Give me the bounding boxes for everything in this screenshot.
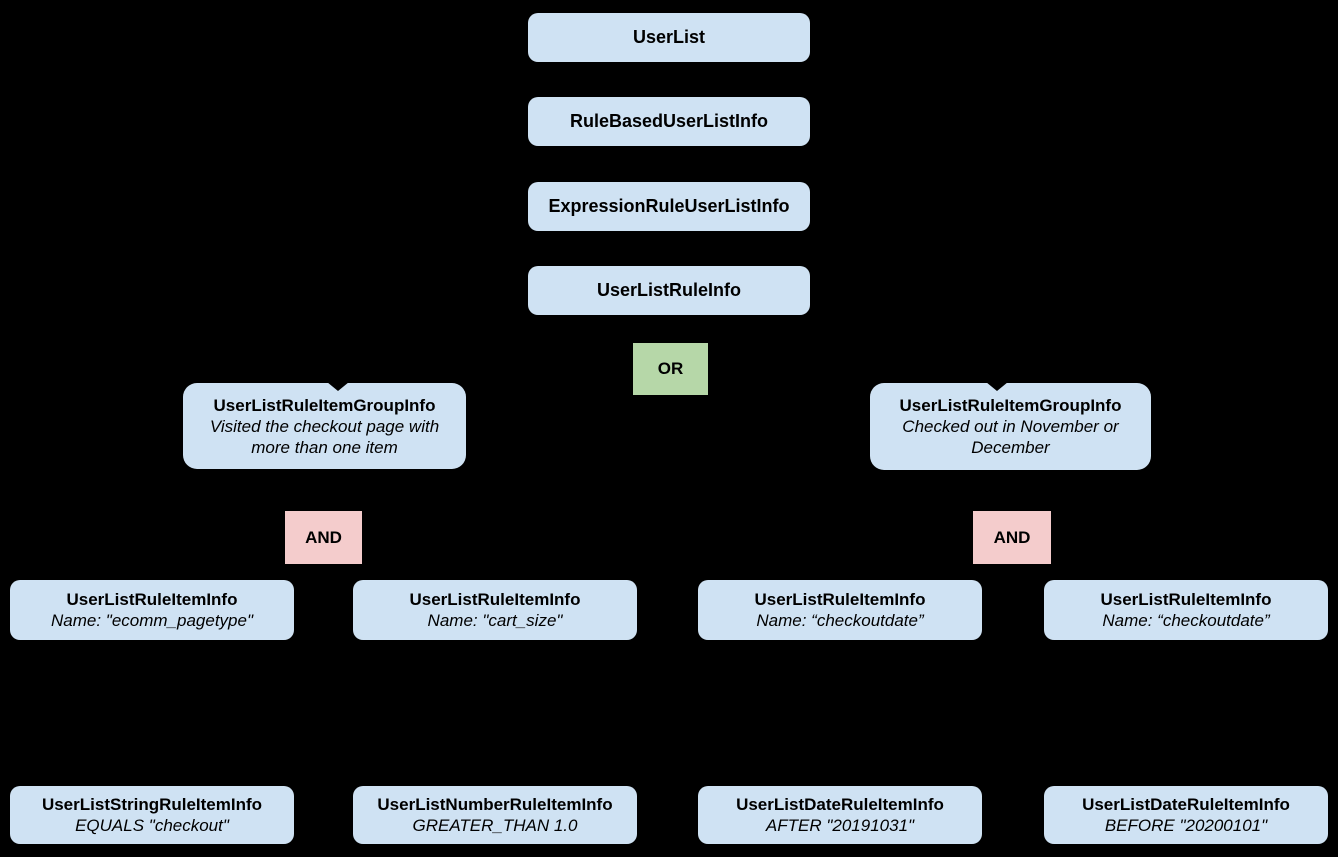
or-operator-badge: OR [633,343,708,395]
ruleitem-subtitle: Name: “checkoutdate” [756,611,924,630]
leaf-subtitle: BEFORE "20200101" [1104,816,1268,835]
leaf-title: UserListDateRuleItemInfo [1082,795,1290,814]
node-ruleitem-checkoutdate-1: UserListRuleItemInfo Name: “checkoutdate… [698,580,982,640]
node-expressionruleuserlistinfo: ExpressionRuleUserListInfo [528,182,810,231]
node-ruleitem-cart-size: UserListRuleItemInfo Name: "cart_size" [353,580,637,640]
arrowhead-icon [327,382,349,391]
leaf-subtitle: GREATER_THAN 1.0 [412,816,578,835]
node-dateruleitem-after: UserListDateRuleItemInfo AFTER "20191031… [698,786,982,844]
group-right-subtitle: Checked out in November or December [902,417,1119,457]
ruleitem-subtitle: Name: “checkoutdate” [1102,611,1270,630]
ruleitem-title: UserListRuleItemInfo [754,590,926,609]
node-userlistruleinfo: UserListRuleInfo [528,266,810,315]
node-group-left: UserListRuleItemGroupInfo Visited the ch… [183,382,466,469]
ruleitem-subtitle: Name: "ecomm_pagetype" [51,611,253,630]
node-rulebaseduserlistinfo: RuleBasedUserListInfo [528,97,810,146]
leaf-subtitle: AFTER "20191031" [765,816,915,835]
node-expressionruleuserlistinfo-label: ExpressionRuleUserListInfo [548,196,790,216]
ruleitem-title: UserListRuleItemInfo [1100,590,1272,609]
leaf-title: UserListNumberRuleItemInfo [377,795,613,814]
node-userlistruleinfo-label: UserListRuleInfo [596,280,742,300]
leaf-title: UserListStringRuleItemInfo [41,795,263,814]
node-stringruleitem: UserListStringRuleItemInfo EQUALS "check… [10,786,294,844]
node-ruleitem-checkoutdate-2: UserListRuleItemInfo Name: “checkoutdate… [1044,580,1328,640]
node-numberruleitem: UserListNumberRuleItemInfo GREATER_THAN … [353,786,637,844]
ruleitem-title: UserListRuleItemInfo [409,590,581,609]
ruleitem-subtitle: Name: "cart_size" [427,611,563,630]
ruleitem-title: UserListRuleItemInfo [66,590,238,609]
node-rulebaseduserlistinfo-label: RuleBasedUserListInfo [569,111,769,131]
node-ruleitem-ecomm-pagetype: UserListRuleItemInfo Name: "ecomm_pagety… [10,580,294,640]
leaf-title: UserListDateRuleItemInfo [736,795,944,814]
node-group-right: UserListRuleItemGroupInfo Checked out in… [870,382,1151,470]
group-left-subtitle: Visited the checkout page with more than… [209,416,440,457]
arrowhead-icon [986,382,1008,391]
and-operator-badge-right: AND [973,511,1051,564]
node-userlist-label: UserList [632,27,706,47]
node-userlist: UserList [528,13,810,62]
node-dateruleitem-before: UserListDateRuleItemInfo BEFORE "2020010… [1044,786,1328,844]
and-operator-badge-left: AND [285,511,362,564]
group-left-title: UserListRuleItemGroupInfo [213,395,436,415]
group-right-title: UserListRuleItemGroupInfo [899,396,1122,415]
leaf-subtitle: EQUALS "checkout" [75,816,229,835]
